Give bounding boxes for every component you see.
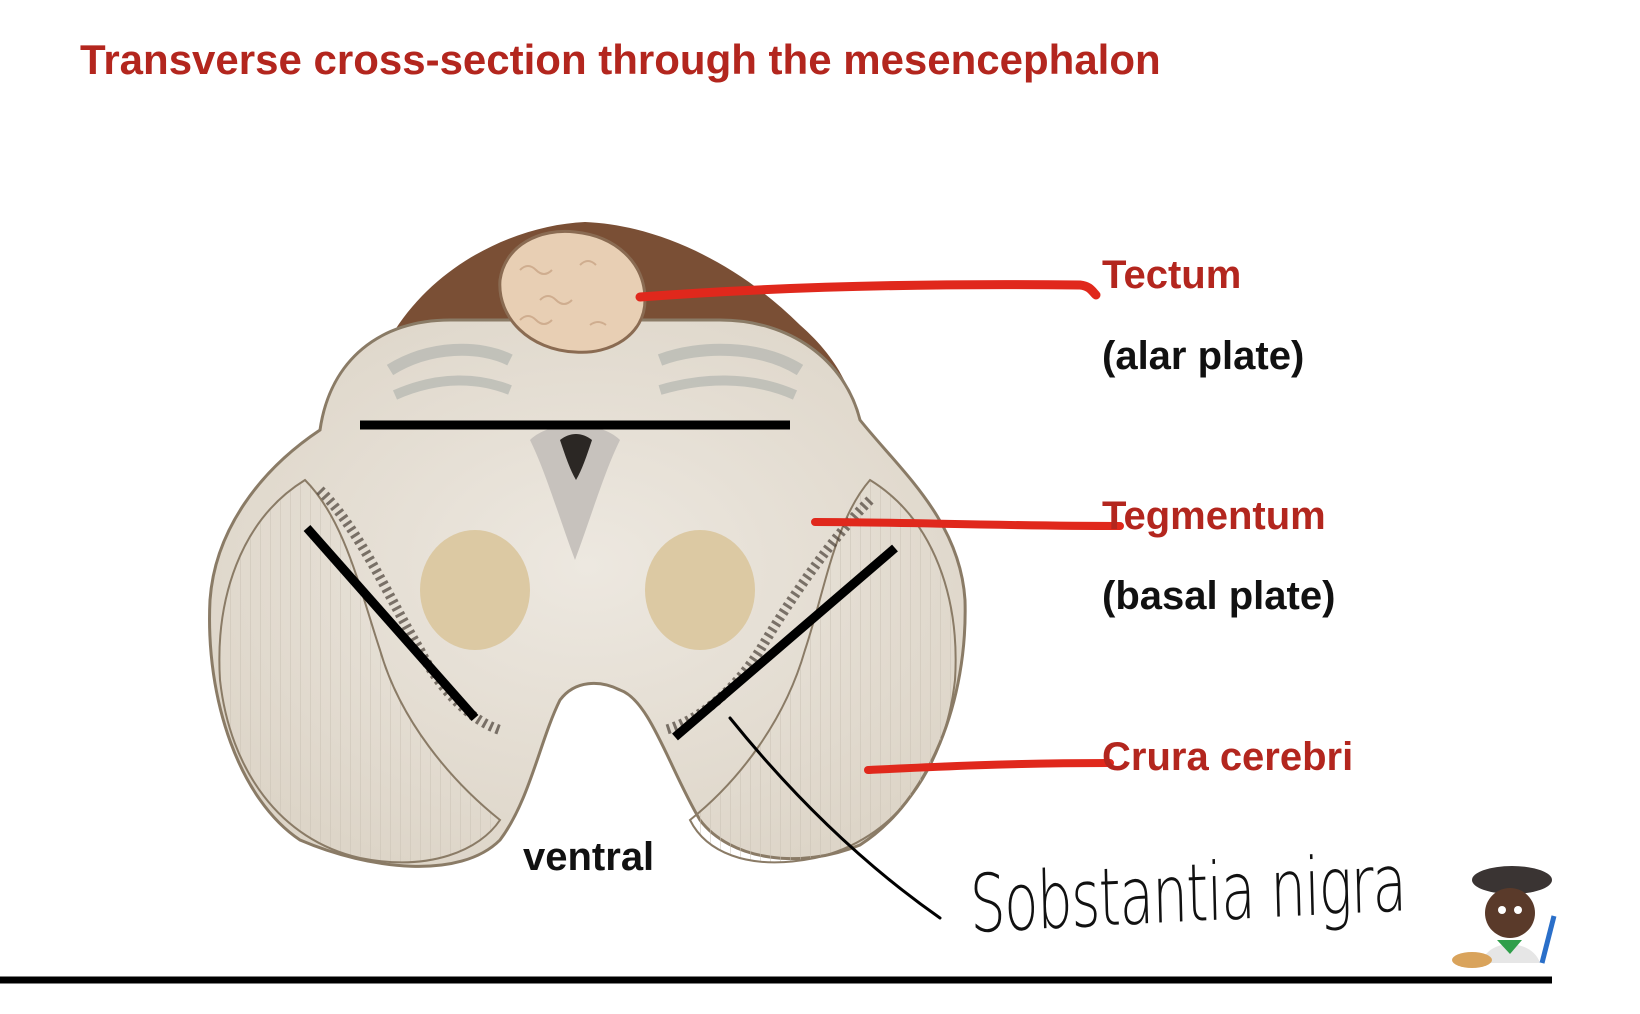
- label-basal-plate: (basal plate): [1102, 574, 1336, 618]
- tectum-pointer-line: [635, 280, 1101, 302]
- interpeduncular-fossa: [520, 690, 630, 860]
- red-nucleus-left: [420, 530, 530, 650]
- label-alar-plate: (alar plate): [1102, 334, 1305, 378]
- label-tectum: Tectum: [1102, 253, 1242, 297]
- label-tegmentum: Tegmentum: [1102, 494, 1326, 538]
- right-crus-boundary-line: [672, 544, 898, 741]
- tegmentum-pointer-line: [811, 518, 1124, 530]
- substantia-nigra-left: [316, 486, 502, 735]
- diagram-title: Transverse cross-section through the mes…: [80, 36, 1161, 83]
- colliculi: [386, 343, 804, 400]
- left-crus-boundary-line: [303, 525, 479, 721]
- artist-emoji-icon: [1452, 866, 1557, 968]
- label-ventral: ventral: [523, 835, 655, 879]
- red-nucleus-right: [645, 530, 755, 650]
- crura-pointer-line: [864, 759, 1114, 774]
- crus-left: [218, 478, 502, 864]
- cerebral-aqueduct: [560, 434, 592, 480]
- substantia-nigra-pointer-line: [728, 716, 942, 920]
- pineal-texture: [519, 260, 607, 326]
- label-crura-cerebri: Crura cerebri: [1102, 735, 1354, 779]
- periaqueductal-grey: [530, 425, 620, 560]
